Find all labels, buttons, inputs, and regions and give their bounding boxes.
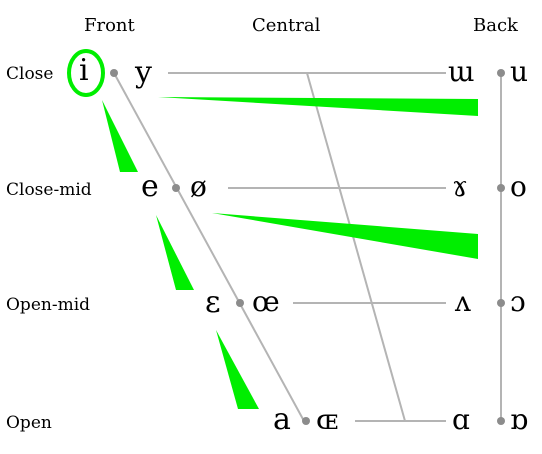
vowel-open-front-rounded: ɶ [316,403,339,436]
vowel-close-mid-back-rounded: o [510,170,527,203]
vowel-close-mid-front-unrounded: e [141,169,159,204]
vowel-close-front-unrounded: i [79,53,89,88]
central-line [306,72,406,422]
row-label-close-mid: Close-mid [6,180,92,200]
column-header-back: Back [473,15,518,36]
vowel-close-mid-front-rounded: ø [190,170,207,203]
highlight-wedge [158,97,478,116]
vowel-open-front-unrounded: a [273,402,291,437]
vowel-dot-close-mid-back [497,184,505,192]
vowel-open-back-rounded: ɒ [510,403,528,436]
row-label-open: Open [6,413,52,433]
column-header-central: Central [252,15,321,36]
vowel-dot-open-front [302,417,310,425]
vowel-dot-open-back [497,417,505,425]
vowel-open-mid-front-rounded: œ [252,285,280,318]
vowel-dot-open-mid-back [497,299,505,307]
vowel-close-front-rounded: y [135,55,152,90]
row-label-open-mid: Open-mid [6,295,91,315]
row-label-close: Close [6,64,54,84]
vowel-open-mid-back-rounded: ɔ [510,285,526,318]
vowel-dot-close-back [497,69,505,77]
vowel-dot-close-mid-front [172,184,180,192]
highlight-wedge [216,330,259,409]
highlight-circle [67,49,105,97]
vowel-dot-close-front [110,69,118,77]
vowel-open-back-unrounded: ɑ [452,403,470,436]
front-edge-line [113,72,305,422]
highlight-wedge [212,213,478,259]
vowel-open-mid-front-unrounded: ɛ [205,285,221,320]
highlight-wedge [156,215,194,290]
vowel-close-back-unrounded: ɯ [448,55,475,88]
column-header-front: Front [84,15,135,36]
highlight-wedge [102,100,138,172]
vowel-close-mid-back-unrounded: ɤ [452,170,468,203]
vowel-dot-open-mid-front [236,299,244,307]
vowel-open-mid-back-unrounded: ʌ [455,285,471,318]
vowel-close-back-rounded: u [510,55,529,88]
